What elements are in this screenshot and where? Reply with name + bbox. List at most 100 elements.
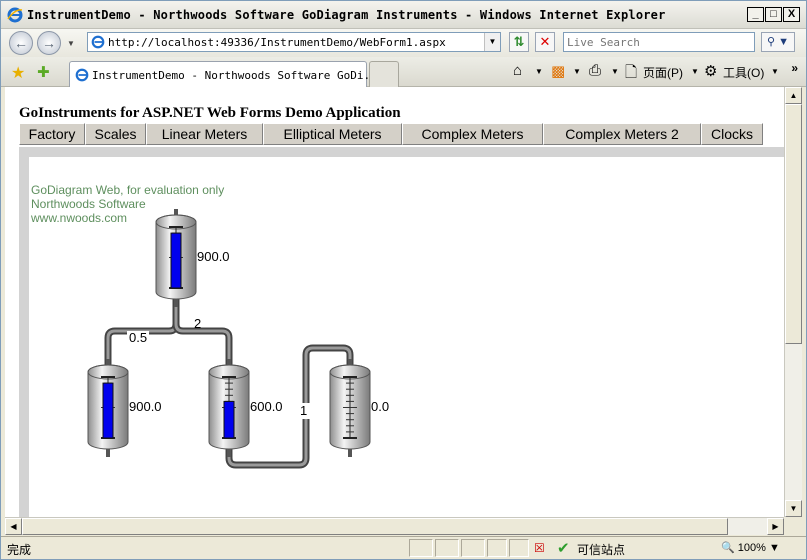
security-zone[interactable]: 可信站点 <box>577 543 626 557</box>
menu-item-linear-meters[interactable]: Linear Meters <box>146 123 263 145</box>
tank-value-label: 0.0 <box>371 399 389 414</box>
evaluation-notice: GoDiagram Web, for evaluation only North… <box>31 183 224 225</box>
page-title: GoInstruments for ASP.NET Web Forms Demo… <box>19 105 401 121</box>
eval-line: GoDiagram Web, for evaluation only <box>31 183 225 197</box>
page-menu-icon: 🗋 <box>625 64 638 81</box>
zoom-level[interactable]: 🔍 100% ▼ <box>721 542 780 554</box>
scroll-down-button[interactable]: ▼ <box>785 500 802 517</box>
search-icon: ⚲ ▼ <box>767 36 789 48</box>
status-pane <box>487 539 507 557</box>
horizontal-scrollbar[interactable]: ◀ ▶ <box>5 517 784 535</box>
feeds-icon[interactable]: ▩ <box>551 63 566 80</box>
tank-middle[interactable]: 600.0 <box>208 359 283 457</box>
pipe-label-left: 0.5 <box>129 330 147 345</box>
home-dropdown-icon[interactable]: ▼ <box>535 67 543 76</box>
vertical-scrollbar[interactable]: ▲ ▼ <box>784 87 802 517</box>
feeds-dropdown-icon[interactable]: ▼ <box>573 67 581 76</box>
eval-line: www.nwoods.com <box>31 211 128 225</box>
popup-blocked-icon[interactable]: ☒ <box>534 541 545 555</box>
menu-item-scales[interactable]: Scales <box>85 123 146 145</box>
page-viewport: GoInstruments for ASP.NET Web Forms Demo… <box>5 87 784 517</box>
ie-logo-icon <box>7 7 23 23</box>
status-pane <box>435 539 459 557</box>
forward-arrow-icon: → <box>42 35 56 51</box>
menu-item-factory[interactable]: Factory <box>19 123 85 145</box>
address-toolbar: ← → ▼ http://localhost:49336/InstrumentD… <box>1 29 806 57</box>
menu-item-complex-meters-2[interactable]: Complex Meters 2 <box>543 123 701 145</box>
tab-active[interactable]: InstrumentDemo - Northwoods Software GoD… <box>69 61 383 87</box>
scroll-right-button[interactable]: ▶ <box>767 518 784 535</box>
page-menu[interactable]: 页面(P) <box>643 66 683 80</box>
window-controls: _ □ X <box>746 7 800 22</box>
scroll-left-button[interactable]: ◀ <box>5 518 22 535</box>
search-input[interactable] <box>567 34 753 50</box>
history-dropdown-icon[interactable]: ▼ <box>67 39 75 48</box>
chevron-more-icon[interactable]: » <box>791 61 798 75</box>
tank-stem <box>174 297 178 307</box>
forward-button[interactable]: → <box>37 31 61 55</box>
fluid-level-bar <box>102 382 114 439</box>
tank-left[interactable]: 900.0 <box>87 359 162 457</box>
vertical-scroll-thumb[interactable] <box>785 104 802 344</box>
zoom-icon: 🔍 <box>721 542 735 554</box>
checkmark-icon: ✔ <box>557 540 570 557</box>
back-button[interactable]: ← <box>9 31 33 55</box>
tank-value-label: 600.0 <box>250 399 283 414</box>
tank-stem <box>106 359 110 367</box>
search-field[interactable] <box>563 32 755 52</box>
print-icon[interactable]: ⎙ <box>589 62 602 79</box>
address-dropdown-button[interactable]: ▼ <box>484 33 500 51</box>
status-bar: 完成 ☒ ✔ 可信站点 🔍 100% ▼ <box>1 536 806 559</box>
demo-menu: Factory Scales Linear Meters Elliptical … <box>19 123 763 145</box>
refresh-icon: ⇅ <box>513 34 525 49</box>
tank-stem <box>174 209 178 217</box>
tank-stem <box>348 447 352 457</box>
back-arrow-icon: ← <box>14 35 28 51</box>
chevron-down-icon: ▼ <box>488 37 497 46</box>
close-button[interactable]: X <box>783 7 800 22</box>
eval-line: Northwoods Software <box>31 197 146 211</box>
status-pane <box>509 539 529 557</box>
zoom-value: 100% <box>737 542 766 554</box>
pipe-label-right: 1 <box>300 403 307 418</box>
menu-item-complex-meters[interactable]: Complex Meters <box>402 123 543 145</box>
status-pane <box>461 539 485 557</box>
tank-value-label: 900.0 <box>197 249 230 264</box>
tank-stem <box>227 447 231 457</box>
window-title: InstrumentDemo - Northwoods Software GoD… <box>27 8 666 22</box>
new-tab-button[interactable] <box>369 61 399 87</box>
tank-top[interactable]: 900.0 <box>155 209 230 307</box>
tab-bar: ★ ✚ InstrumentDemo - Northwoods Software… <box>1 57 806 87</box>
menu-item-clocks[interactable]: Clocks <box>701 123 763 145</box>
address-field[interactable]: http://localhost:49336/InstrumentDemo/We… <box>87 32 501 52</box>
tab-title: InstrumentDemo - Northwoods Software GoD… <box>92 69 384 82</box>
tank-right[interactable]: 0.0 <box>329 359 389 457</box>
fluid-level-bar <box>170 232 182 289</box>
diagram-canvas[interactable]: GoDiagram Web, for evaluation only North… <box>29 157 784 517</box>
page-icon <box>91 35 105 49</box>
favorites-star-icon[interactable]: ★ <box>11 65 26 82</box>
tank-stem <box>348 359 352 367</box>
home-icon[interactable]: ⌂ <box>513 62 523 79</box>
maximize-button[interactable]: □ <box>765 7 782 22</box>
menu-item-elliptical-meters[interactable]: Elliptical Meters <box>263 123 402 145</box>
horizontal-scroll-thumb[interactable] <box>22 518 728 535</box>
page-icon <box>75 68 89 82</box>
tools-menu[interactable]: 工具(O) <box>723 66 765 80</box>
minimize-button[interactable]: _ <box>747 7 764 22</box>
refresh-button[interactable]: ⇅ <box>509 32 529 52</box>
scroll-up-button[interactable]: ▲ <box>785 87 802 104</box>
tank-stem <box>227 359 231 367</box>
search-button[interactable]: ⚲ ▼ <box>761 32 795 52</box>
print-dropdown-icon[interactable]: ▼ <box>611 67 619 76</box>
stop-button[interactable]: ✕ <box>535 32 555 52</box>
title-bar: InstrumentDemo - Northwoods Software GoD… <box>1 1 806 29</box>
stop-icon: ✕ <box>539 34 551 49</box>
gear-icon: ⚙ <box>704 63 718 80</box>
tools-menu-dropdown-icon[interactable]: ▼ <box>771 67 779 76</box>
page-menu-dropdown-icon[interactable]: ▼ <box>691 67 699 76</box>
address-url[interactable]: http://localhost:49336/InstrumentDemo/We… <box>108 36 446 49</box>
add-favorite-icon[interactable]: ✚ <box>37 64 50 81</box>
